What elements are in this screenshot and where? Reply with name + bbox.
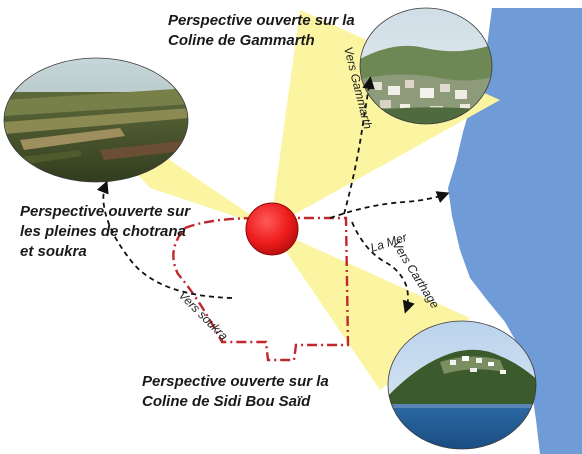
path-arrow-gammarth bbox=[343, 76, 375, 215]
view-cone-gammarth bbox=[270, 10, 500, 228]
path-arrow-carthage bbox=[351, 221, 415, 314]
caption-sidi-bou-said: Perspective ouverte sur la Coline de Sid… bbox=[142, 373, 329, 410]
boundary-line bbox=[172, 216, 350, 362]
focal-point-marker bbox=[245, 202, 299, 256]
path-arrow-chotrana bbox=[96, 180, 233, 299]
sea-area bbox=[448, 8, 582, 454]
caption-gammarth: Perspective ouverte sur la Coline de Gam… bbox=[168, 12, 355, 49]
sidi-bou-said-photo bbox=[388, 321, 536, 449]
caption-chotrana: Perspective ouverte sur les pleines de c… bbox=[20, 203, 191, 260]
path-arrow-sea bbox=[329, 191, 450, 219]
